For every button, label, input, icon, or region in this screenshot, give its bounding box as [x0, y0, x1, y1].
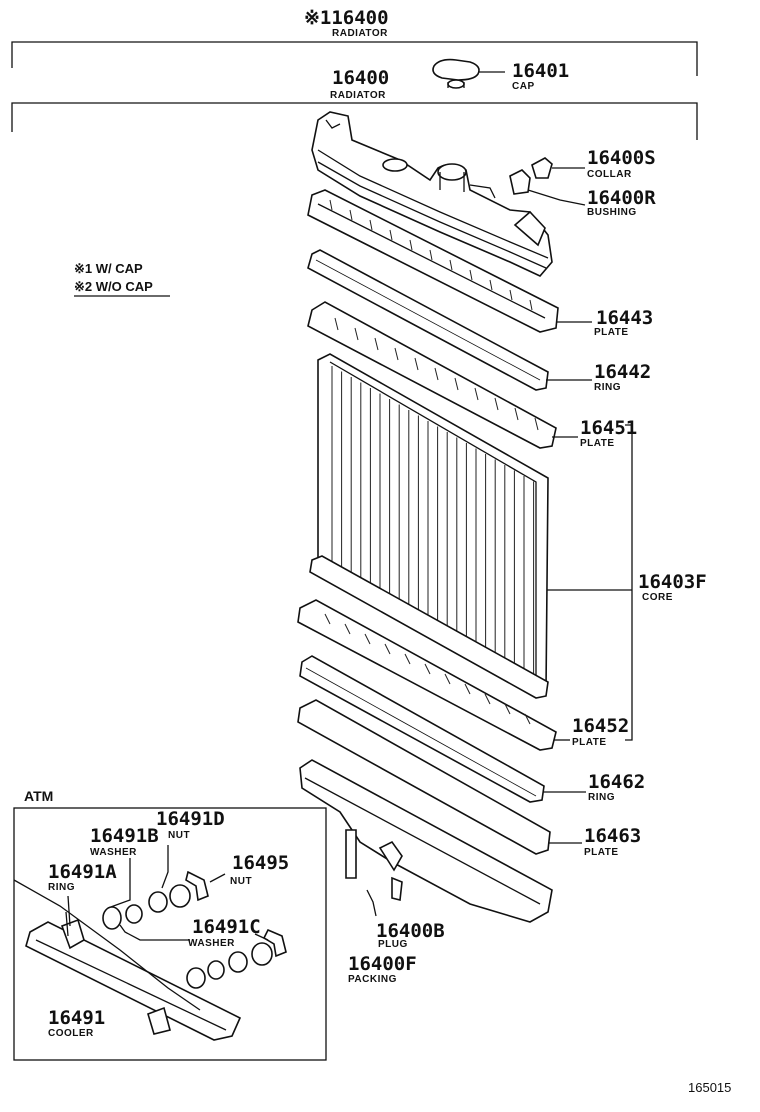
callout-number: 16400: [332, 67, 389, 89]
callout-number: 16443: [596, 307, 653, 329]
callout-number: ※116400: [304, 7, 389, 29]
callout-name: PLUG: [378, 939, 408, 950]
callout-number: 16495: [232, 852, 289, 874]
callout-number: 16400B: [376, 920, 445, 942]
plate-16451-drawing: [307, 301, 578, 449]
ring-16462-drawing: [299, 655, 586, 803]
callout-number: 16462: [588, 771, 645, 793]
ring-16442-drawing: [307, 249, 592, 391]
callout-name: WASHER: [188, 938, 235, 949]
callout-name: PLATE: [572, 737, 607, 748]
legend: ※1 W/ CAP ※2 W/O CAP: [74, 261, 170, 297]
callout-name: CORE: [642, 592, 673, 603]
callout-number: 16400S: [587, 147, 656, 169]
cooler-fittings-drawing: [67, 845, 287, 989]
callout-number: 16491: [48, 1007, 105, 1029]
core-16403f-drawing: [309, 353, 549, 699]
callout-name: PLATE: [580, 438, 615, 449]
upper-tank-drawing: [311, 111, 553, 277]
callout-number: 16452: [572, 715, 629, 737]
callout-name: NUT: [168, 830, 190, 841]
callout-name: PACKING: [348, 974, 397, 985]
callout-number: 16463: [584, 825, 641, 847]
cap-16401-drawing: [432, 58, 505, 89]
callout-number: 16451: [580, 417, 637, 439]
callout-number: 16491D: [156, 808, 225, 830]
callout-number: 16491B: [90, 825, 159, 847]
atm-box: [13, 807, 327, 1061]
callout-number: 16403F: [638, 571, 707, 593]
callout-name: COLLAR: [587, 169, 632, 180]
plate-16452-drawing: [297, 599, 570, 751]
callout-name: RADIATOR: [332, 28, 388, 39]
callout-name: WASHER: [90, 847, 137, 858]
callout-name: PLATE: [594, 327, 629, 338]
callout-name: PLATE: [584, 847, 619, 858]
callout-number: 16401: [512, 60, 569, 82]
callout-name: RING: [48, 882, 75, 893]
plate-16443-drawing: [307, 189, 592, 333]
atm-label: ATM: [24, 788, 53, 804]
callout-name: COOLER: [48, 1028, 94, 1039]
page-code: 165015: [688, 1080, 731, 1095]
callout-labels: ※116400 RADIATOR 16401 CAP 16400 RADIATO…: [48, 7, 707, 1039]
collar-bushing-drawing: [509, 157, 586, 206]
callout-number: 16400F: [348, 953, 417, 975]
callout-name: RADIATOR: [330, 90, 386, 101]
callout-name: RING: [588, 792, 615, 803]
callout-number: 16491C: [192, 916, 261, 938]
cooler-drawing: [13, 879, 242, 1041]
assembly-brackets: [11, 41, 698, 741]
callout-name: CAP: [512, 81, 535, 92]
lower-tank-drawing: [297, 699, 582, 923]
callout-number: 16491A: [48, 861, 117, 883]
callout-name: NUT: [230, 876, 252, 887]
callout-number: 16400R: [587, 187, 656, 209]
legend-line-2: ※2 W/O CAP: [74, 279, 153, 294]
callout-number: 16442: [594, 361, 651, 383]
callout-name: BUSHING: [587, 207, 637, 218]
callout-name: RING: [594, 382, 621, 393]
legend-line-1: ※1 W/ CAP: [74, 261, 143, 276]
